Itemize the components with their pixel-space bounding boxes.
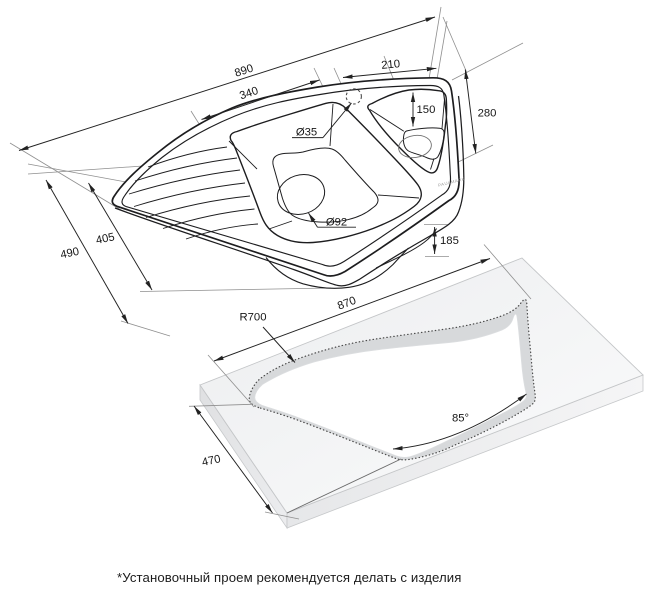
dim-label-tap-hole: Ø35 [296, 127, 317, 139]
groove-line [145, 195, 251, 218]
dim-line-340 [201, 79, 320, 120]
countertop-view [199, 257, 644, 530]
dim-label-85deg: 85° [452, 413, 469, 425]
dim-label-490: 490 [59, 246, 80, 262]
bowl-fold-line [377, 194, 420, 199]
extension-line [207, 354, 255, 408]
dim-arc-85 [392, 393, 527, 451]
dim-label-185: 185 [440, 235, 459, 247]
groove-line [162, 208, 255, 229]
dim-line-870 [213, 258, 491, 362]
dim-label-150: 150 [417, 104, 436, 116]
dim-label-r700: R700 [239, 312, 266, 324]
extension-line [139, 287, 332, 292]
slab-corner-crease-line [286, 458, 402, 514]
bowl-fold-line [441, 98, 445, 129]
extension-line [264, 511, 300, 520]
dim-label-405: 405 [95, 231, 116, 247]
dimensions [18, 16, 527, 514]
dim-label-280: 280 [478, 108, 497, 120]
leader-tap-hole [322, 102, 352, 138]
dim-label-340: 340 [238, 85, 260, 102]
dim-line-470 [193, 405, 273, 514]
dim-line-280 [464, 69, 477, 154]
dim-label-870: 870 [336, 295, 358, 313]
groove-line [185, 223, 259, 240]
bowl-fold-line [430, 158, 435, 170]
extension-line [483, 244, 532, 300]
dim-line-210 [342, 67, 437, 79]
bowl-fold-line [268, 220, 293, 230]
leader-r700 [262, 326, 296, 363]
main-drain-hole [276, 174, 326, 215]
groove-line [134, 157, 238, 182]
dim-label-210: 210 [381, 58, 401, 72]
sink-outer-rim [111, 76, 460, 277]
extension-line [451, 42, 524, 81]
dim-label-drain: Ø92 [326, 217, 347, 229]
extension-line [9, 142, 122, 211]
extension-line [120, 320, 171, 337]
extension-line [442, 16, 468, 74]
brand-logo: PAULMARK [438, 176, 466, 188]
leader-drain [308, 212, 318, 228]
footnote-text: *Установочный проем рекомендуется делать… [117, 570, 462, 585]
main-bowl-floor [272, 147, 379, 223]
dim-line-405 [88, 182, 153, 291]
extension-line [188, 403, 252, 407]
extension-line [435, 20, 448, 86]
dim-label-890: 890 [233, 63, 255, 80]
sink-view [111, 76, 465, 289]
dim-label-470: 470 [201, 453, 222, 469]
dim-line-490 [45, 179, 129, 324]
